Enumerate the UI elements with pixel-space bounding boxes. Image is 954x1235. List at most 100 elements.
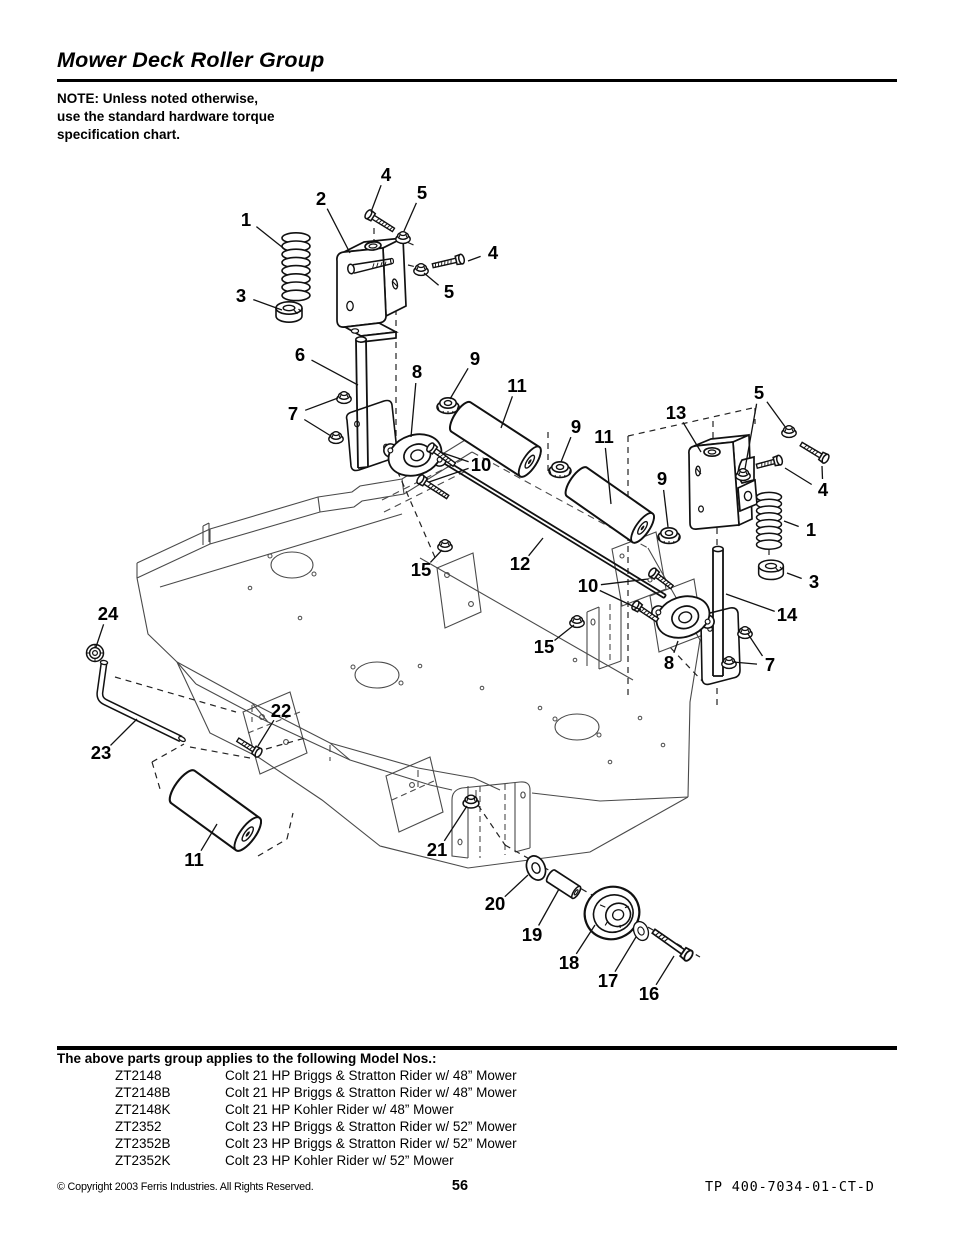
callout-1: 1 [806,519,816,540]
leader-line [429,549,443,563]
nut-7 [336,391,352,405]
callout-14: 14 [777,604,798,625]
spring-1-left [281,232,311,302]
leader-line [604,447,612,505]
leader-line [744,403,758,470]
flange-nut-24 [85,643,105,663]
spindle-hole [354,661,400,689]
callout-23: 23 [91,742,112,763]
nut-15 [437,539,453,553]
callout-3: 3 [236,285,246,306]
wheel-bracket [451,781,531,859]
callout-2: 2 [316,188,326,209]
leader-line [554,624,575,642]
leader-line [725,593,775,613]
spindle-hole [270,551,314,579]
callout-19: 19 [522,924,543,945]
callout-15: 15 [411,559,432,580]
leader-line [370,184,382,213]
leader-line [439,451,469,463]
model-description: Colt 21 HP Kohler Rider w/ 48” Mower [225,1102,454,1117]
callout-8: 8 [412,361,422,382]
callout-20: 20 [485,893,506,914]
leader-line [600,578,649,586]
leader-line [449,367,469,400]
page-title: Mower Deck Roller Group [57,48,325,72]
bolt-10 [648,567,675,590]
model-description: Colt 21 HP Briggs & Stratton Rider w/ 48… [225,1068,517,1083]
collar-3-right [757,559,785,581]
leader-line [303,418,332,437]
bolt-22 [235,737,263,758]
model-number: ZT2148K [115,1102,171,1117]
nut-5 [413,263,429,277]
leader-line [443,805,468,842]
callout-6: 6 [295,344,305,365]
hanger-bracket-2 [336,236,407,343]
leader-line [428,467,469,483]
leader-line [682,421,702,453]
callout-9: 9 [571,416,581,437]
collar-3-left [275,300,303,324]
leader-line [403,202,417,232]
leader-line [200,823,218,852]
wheel-18 [583,885,641,941]
spacer-19 [545,869,582,900]
parts [85,209,830,962]
leader-line [423,272,440,286]
model-number: ZT2148 [115,1068,162,1083]
spindle-hole [554,713,600,741]
callout-5: 5 [754,382,764,403]
leader-line [786,572,802,580]
leader-line [255,226,288,252]
callout-4: 4 [381,164,392,185]
deck-bracket [385,756,444,833]
leader-line [528,537,544,557]
callout-1: 1 [241,209,251,230]
leader-line [784,467,813,486]
nut-15 [569,615,585,629]
spring-1-right [755,491,783,550]
model-description: Colt 23 HP Kohler Rider w/ 52” Mower [225,1153,454,1168]
model-number: ZT2148B [115,1085,171,1100]
roller-11 [564,466,655,544]
bolt-4 [431,253,466,269]
leader-line [732,661,758,665]
deck-rivets [247,553,666,765]
leader-line [614,936,637,973]
model-number: ZT2352B [115,1136,171,1151]
callout-4: 4 [818,479,829,500]
callout-15: 15 [534,636,555,657]
nut-5 [735,468,751,482]
l-rod-23 [96,659,186,743]
callout-10: 10 [471,454,492,475]
leader-line [538,888,560,926]
callout-8: 8 [664,652,674,673]
footer-doc-code: TP 400-7034-01-CT-D [705,1179,875,1195]
nut-9 [657,526,681,545]
leader-line [326,208,351,254]
leader-line [253,298,283,311]
nut-5 [781,425,797,439]
callout-22: 22 [271,700,292,721]
models-rule [57,1046,897,1050]
callout-11: 11 [507,375,527,396]
leader-line [673,640,679,654]
leader-line [410,382,417,438]
hanger-rod-6 [355,336,369,469]
callout-4: 4 [488,242,499,263]
bolt-10 [631,600,660,623]
bolt-10 [426,442,457,468]
deck-bracket [586,601,622,670]
title-rule [57,79,897,82]
callout-7: 7 [765,654,775,675]
leader-line [500,396,514,429]
model-description: Colt 23 HP Briggs & Stratton Rider w/ 52… [225,1119,517,1134]
callout-13: 13 [666,402,687,423]
nut-21 [462,794,480,809]
model-description: Colt 23 HP Briggs & Stratton Rider w/ 52… [225,1136,517,1151]
leader-line [257,719,275,747]
